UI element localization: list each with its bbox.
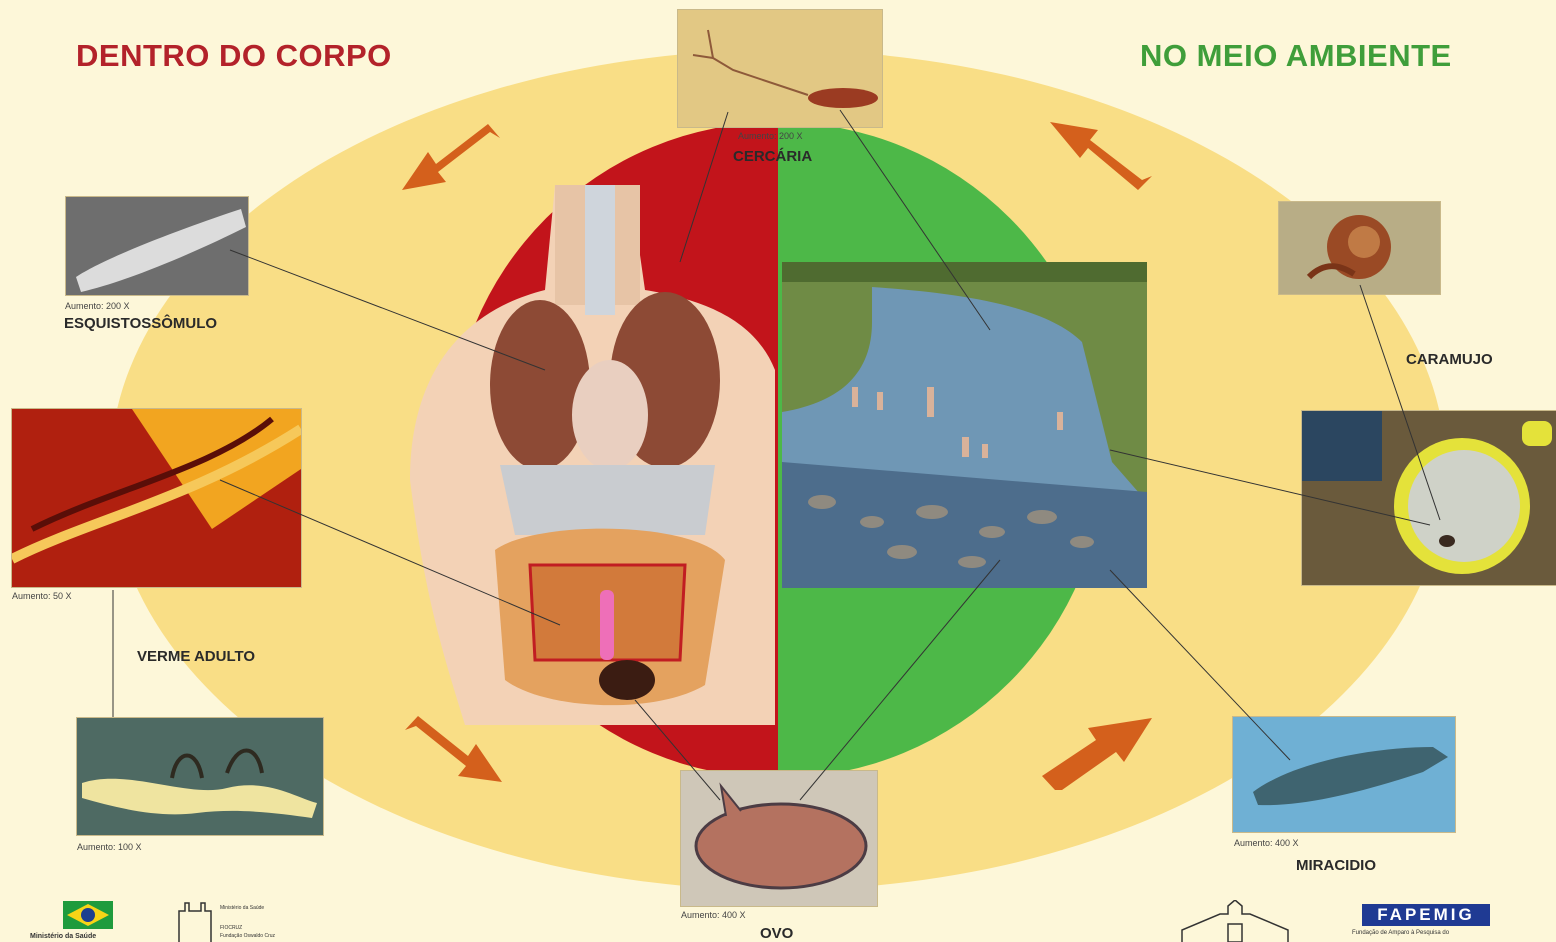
fapemig-wordmark: FAPEMIG [1362,904,1490,926]
brazil-flag-icon [63,901,113,929]
fiocruz-logo: Ministério da Saúde FIOCRUZ Fundação Osw… [175,899,320,942]
castle-outline-icon [1180,900,1290,942]
ministerio-text: Ministério da Saúde [30,933,96,940]
fiocruz-line2: FIOCRUZ [220,925,242,931]
fiocruz-line1: Ministério da Saúde [220,905,264,911]
fapemig-subtitle: Fundação de Amparo à Pesquisa do [1352,930,1449,936]
fapemig-logo: FAPEMIG Fundação de Amparo à Pesquisa do [1352,904,1512,942]
fiocruz-building-icon [175,899,215,942]
fiocruz-line3: Fundação Oswaldo Cruz [220,933,275,939]
ministerio-logo: Ministério da Saúde [30,900,145,942]
